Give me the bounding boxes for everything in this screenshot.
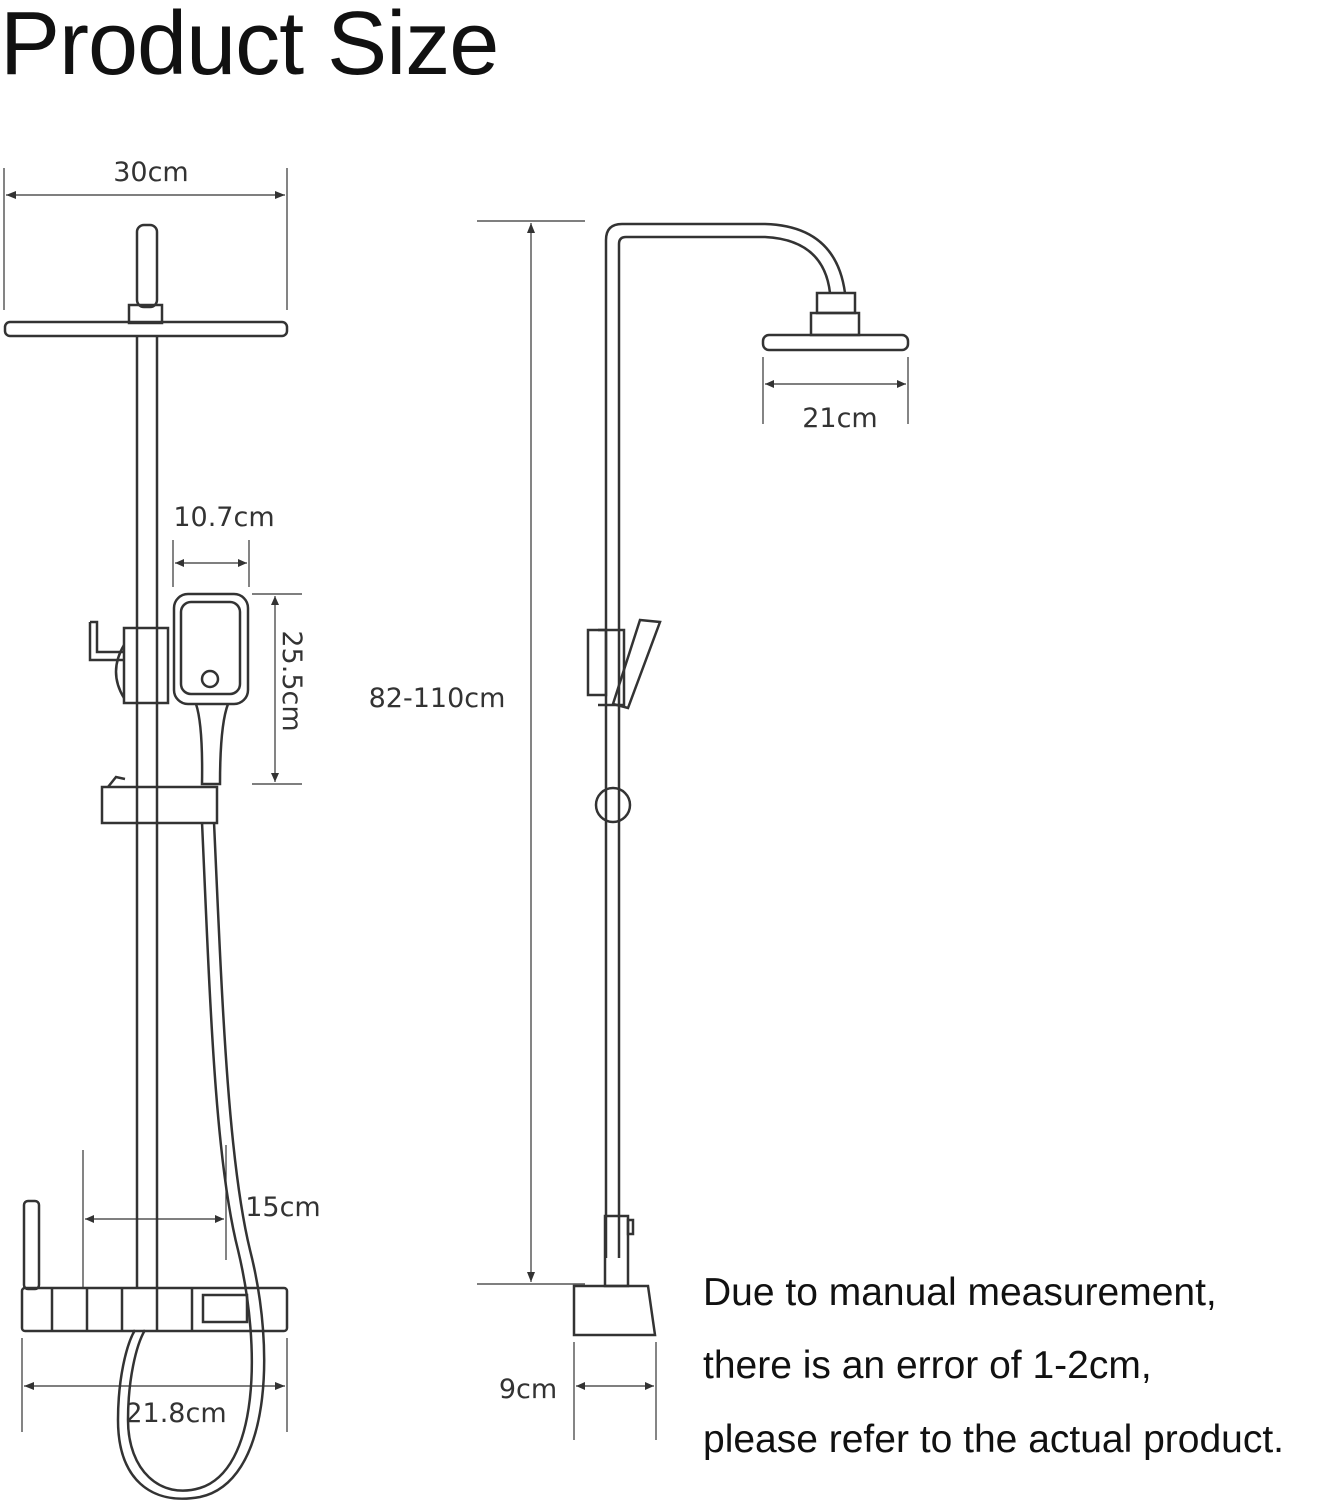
handheld-face: [179, 600, 242, 696]
side-handheld: [611, 618, 662, 710]
hook: [88, 620, 124, 662]
temperature-display: [201, 1293, 249, 1324]
side-riser-arm-outer: [604, 222, 847, 1258]
label-handheld-width: 10.7cm: [173, 502, 274, 533]
control-lever: [22, 1199, 41, 1291]
front-dimensions: [3, 168, 302, 1432]
handheld-handle: [194, 703, 230, 786]
side-base: [572, 1284, 657, 1337]
top-pin: [135, 223, 159, 309]
label-base-depth: 9cm: [499, 1374, 557, 1405]
note-line-3: please refer to the actual product.: [703, 1418, 1285, 1461]
side-lower-column: [603, 1214, 630, 1288]
handheld-head: [172, 592, 250, 706]
page-title: Product Size: [0, 0, 499, 94]
label-column-height: 82-110cm: [369, 683, 506, 714]
side-riser-arm-inner: [617, 235, 832, 1258]
holder-block: [122, 626, 170, 705]
label-overall-width: 30cm: [113, 157, 189, 188]
side-head-connector-lower: [809, 311, 861, 337]
side-shower-head: [761, 333, 910, 352]
label-head-diameter: 21cm: [802, 403, 878, 434]
slider-shelf: [100, 785, 219, 825]
handheld-button: [200, 669, 220, 689]
control-panel: [20, 1286, 289, 1333]
slider-tab: [107, 775, 126, 788]
note-line-1: Due to manual measurement,: [703, 1271, 1217, 1314]
label-panel-width: 21.8cm: [125, 1398, 226, 1429]
head-bar: [3, 320, 289, 338]
front-view: [3, 223, 289, 1500]
hook-back: [114, 644, 126, 699]
hose-inner: [116, 821, 266, 1500]
side-head-connector-upper: [815, 291, 857, 315]
side-holder: [586, 628, 608, 697]
side-view: [572, 222, 910, 1337]
side-dimensions: [477, 220, 909, 1440]
side-slider-ring: [594, 786, 632, 824]
label-handheld-height: 25.5cm: [276, 630, 307, 731]
label-control-depth: 15cm: [245, 1192, 321, 1223]
note-line-2: there is an error of 1-2cm,: [703, 1344, 1152, 1387]
hose-outer: [126, 821, 254, 1492]
side-valve-knob: [626, 1218, 635, 1236]
